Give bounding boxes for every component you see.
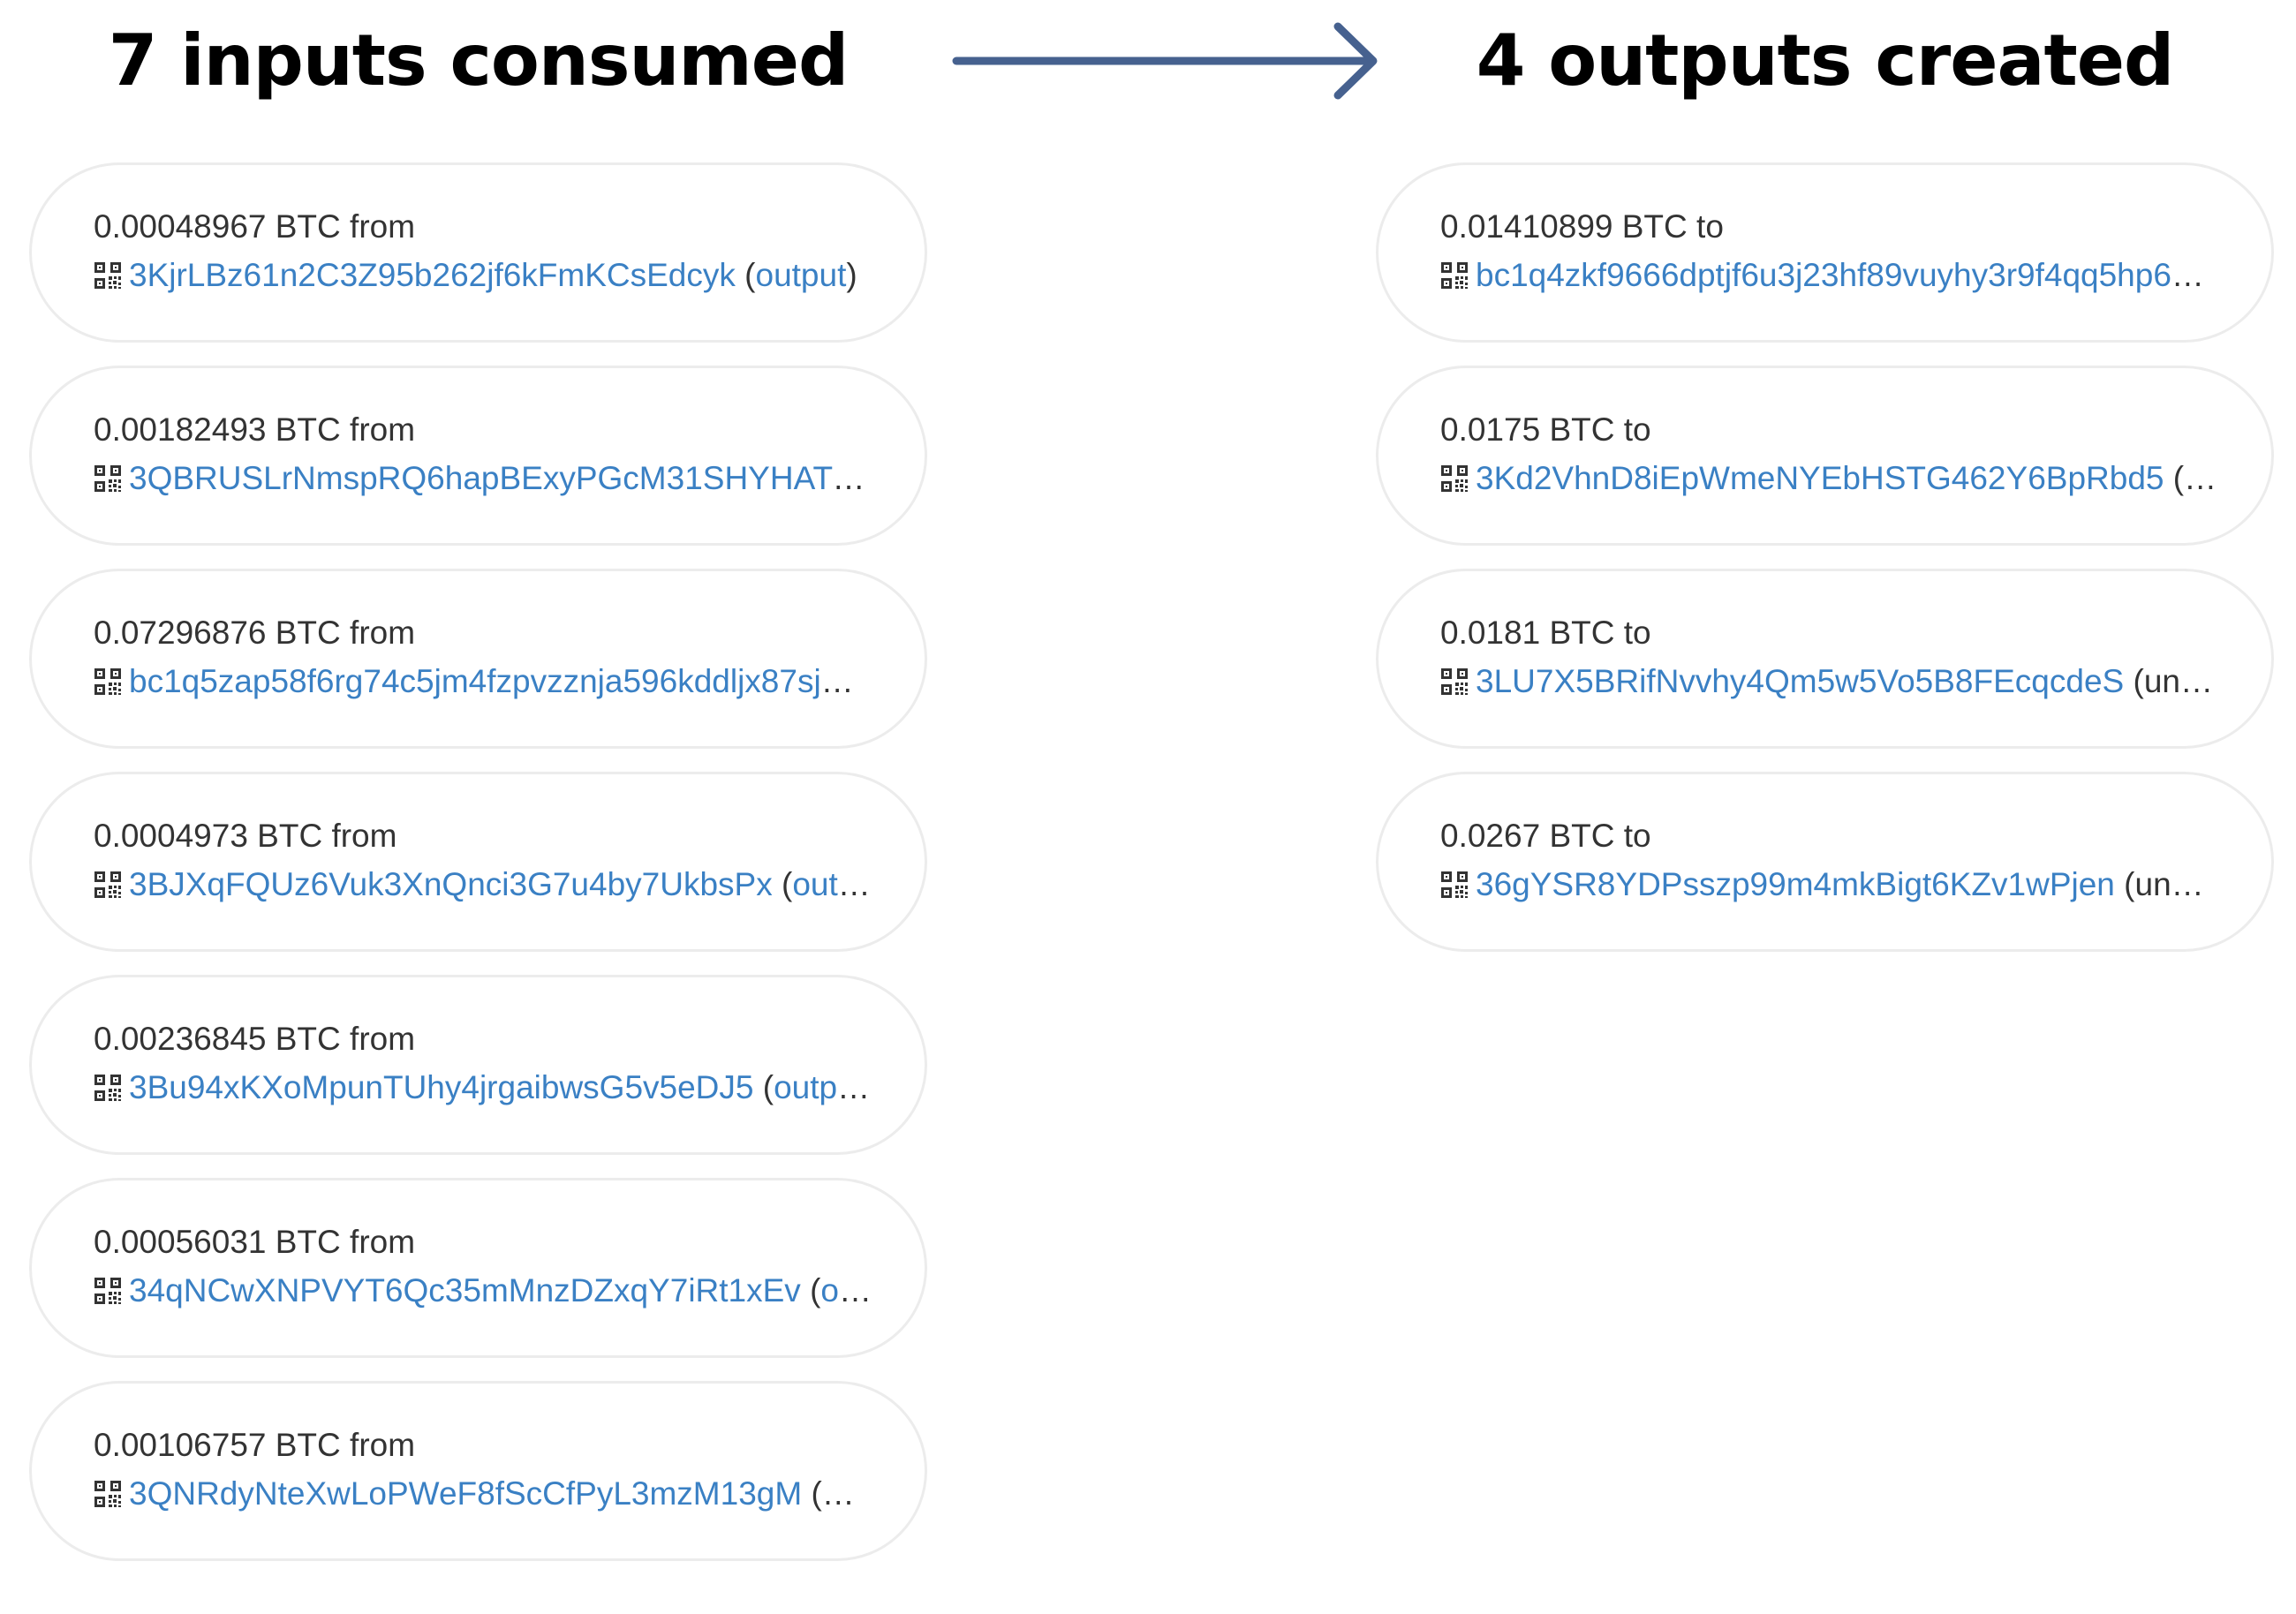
input-amount: 0.07296876 BTC from — [94, 615, 416, 651]
input-output-link[interactable]: output — [792, 866, 872, 902]
qr-code-icon[interactable] — [94, 871, 122, 899]
output-address-line: 3LU7X5BRifNvvhy4Qm5w5Vo5B8FEcqcdeS (unsp… — [1440, 660, 2218, 703]
output-address-line: bc1q4zkf9666dptjf6u3j23hf89vuyhy3r9f4qq5… — [1440, 254, 2218, 297]
output-card: 0.0175 BTC to 3Kd2VhnD8iEpWmeNYEbHSTG462… — [1376, 366, 2274, 546]
output-card: 0.0267 BTC to 36gYSR8YDPsszp99m4mkBigt6K… — [1376, 772, 2274, 952]
input-address-line: 3QNRdyNteXwLoPWeF8fScCfPyL3mzM13gM (outp… — [94, 1473, 872, 1515]
input-address-line: bc1q5zap58f6rg74c5jm4fzpvzznja596kddljx8… — [94, 660, 872, 703]
qr-code-icon[interactable] — [94, 667, 122, 696]
outputs-heading: 4 outputs created — [1476, 19, 2174, 102]
input-card: 0.00106757 BTC from 3QNRdyNteXwLoPWeF8fS… — [29, 1381, 927, 1561]
input-card: 0.00236845 BTC from 3Bu94xKXoMpunTUhy4jr… — [29, 975, 927, 1155]
arrow-right-icon — [952, 22, 1378, 100]
qr-code-icon[interactable] — [1440, 667, 1469, 696]
output-amount: 0.0181 BTC to — [1440, 615, 1651, 651]
qr-code-icon[interactable] — [94, 261, 122, 290]
input-address-link[interactable]: 3Bu94xKXoMpunTUhy4jrgaibwsG5v5eDJ5 — [129, 1069, 754, 1105]
input-address-line: 3KjrLBz61n2C3Z95b262jf6kFmKCsEdcyk (outp… — [94, 254, 872, 297]
outputs-list: 0.01410899 BTC to bc1q4zkf9666dptjf6u3j2… — [1376, 162, 2274, 975]
input-address-link[interactable]: 3QBRUSLrNmspRQ6hapBExyPGcM31SHYHAT — [129, 460, 833, 496]
input-output-link[interactable]: output — [820, 1272, 872, 1309]
input-card: 0.00056031 BTC from 34qNCwXNPVYT6Qc35mMn… — [29, 1178, 927, 1358]
output-address-link[interactable]: bc1q4zkf9666dptjf6u3j23hf89vuyhy3r9f4qq5… — [1476, 257, 2217, 293]
qr-code-icon[interactable] — [94, 464, 122, 493]
output-status: unspent — [2143, 663, 2218, 699]
input-output-link[interactable]: output — [774, 1069, 865, 1105]
output-address-line: 36gYSR8YDPsszp99m4mkBigt6KZv1wPjen (unsp… — [1440, 864, 2218, 906]
output-card: 0.01410899 BTC to bc1q4zkf9666dptjf6u3j2… — [1376, 162, 2274, 343]
input-card: 0.00048967 BTC from 3KjrLBz61n2C3Z95b262… — [29, 162, 927, 343]
output-amount: 0.01410899 BTC to — [1440, 208, 1724, 245]
qr-code-icon[interactable] — [1440, 464, 1469, 493]
input-address-line: 3Bu94xKXoMpunTUhy4jrgaibwsG5v5eDJ5 (outp… — [94, 1067, 872, 1109]
input-amount: 0.00236845 BTC from — [94, 1021, 416, 1057]
input-address-line: 3BJXqFQUz6Vuk3XnQnci3G7u4by7UkbsPx (outp… — [94, 864, 872, 906]
input-card: 0.0004973 BTC from 3BJXqFQUz6Vuk3XnQnci3… — [29, 772, 927, 952]
qr-code-icon[interactable] — [94, 1277, 122, 1305]
input-address-link[interactable]: 34qNCwXNPVYT6Qc35mMnzDZxqY7iRt1xEv — [129, 1272, 801, 1309]
output-card: 0.0181 BTC to 3LU7X5BRifNvvhy4Qm5w5Vo5B8… — [1376, 569, 2274, 749]
input-amount: 0.0004973 BTC from — [94, 818, 397, 854]
qr-code-icon[interactable] — [94, 1074, 122, 1102]
qr-code-icon[interactable] — [1440, 261, 1469, 290]
input-card: 0.00182493 BTC from 3QBRUSLrNmspRQ6hapBE… — [29, 366, 927, 546]
input-amount: 0.00048967 BTC from — [94, 208, 416, 245]
input-address-link[interactable]: 3QNRdyNteXwLoPWeF8fScCfPyL3mzM13gM — [129, 1475, 803, 1512]
input-address-line: 34qNCwXNPVYT6Qc35mMnzDZxqY7iRt1xEv (outp… — [94, 1270, 872, 1312]
input-address-line: 3QBRUSLrNmspRQ6hapBExyPGcM31SHYHAT (outp… — [94, 457, 872, 500]
input-output-link[interactable]: output — [755, 257, 847, 293]
input-address-link[interactable]: 3KjrLBz61n2C3Z95b262jf6kFmKCsEdcyk — [129, 257, 736, 293]
input-amount: 0.00182493 BTC from — [94, 411, 416, 448]
output-amount: 0.0175 BTC to — [1440, 411, 1651, 448]
input-card: 0.07296876 BTC from bc1q5zap58f6rg74c5jm… — [29, 569, 927, 749]
output-amount: 0.0267 BTC to — [1440, 818, 1651, 854]
inputs-heading: 7 inputs consumed — [108, 19, 850, 102]
input-amount: 0.00106757 BTC from — [94, 1427, 416, 1463]
qr-code-icon[interactable] — [1440, 871, 1469, 899]
output-address-link[interactable]: 3Kd2VhnD8iEpWmeNYEbHSTG462Y6BpRbd5 — [1476, 460, 2164, 496]
qr-code-icon[interactable] — [94, 1480, 122, 1508]
output-status: unspent — [2134, 866, 2219, 902]
output-address-link[interactable]: 3LU7X5BRifNvvhy4Qm5w5Vo5B8FEcqcdeS — [1476, 663, 2125, 699]
inputs-list: 0.00048967 BTC from 3KjrLBz61n2C3Z95b262… — [29, 162, 927, 1584]
input-address-link[interactable]: 3BJXqFQUz6Vuk3XnQnci3G7u4by7UkbsPx — [129, 866, 773, 902]
output-address-line: 3Kd2VhnD8iEpWmeNYEbHSTG462Y6BpRbd5 (unsp… — [1440, 457, 2218, 500]
input-amount: 0.00056031 BTC from — [94, 1224, 416, 1260]
output-address-link[interactable]: 36gYSR8YDPsszp99m4mkBigt6KZv1wPjen — [1476, 866, 2115, 902]
input-address-link[interactable]: bc1q5zap58f6rg74c5jm4fzpvzznja596kddljx8… — [129, 663, 867, 699]
